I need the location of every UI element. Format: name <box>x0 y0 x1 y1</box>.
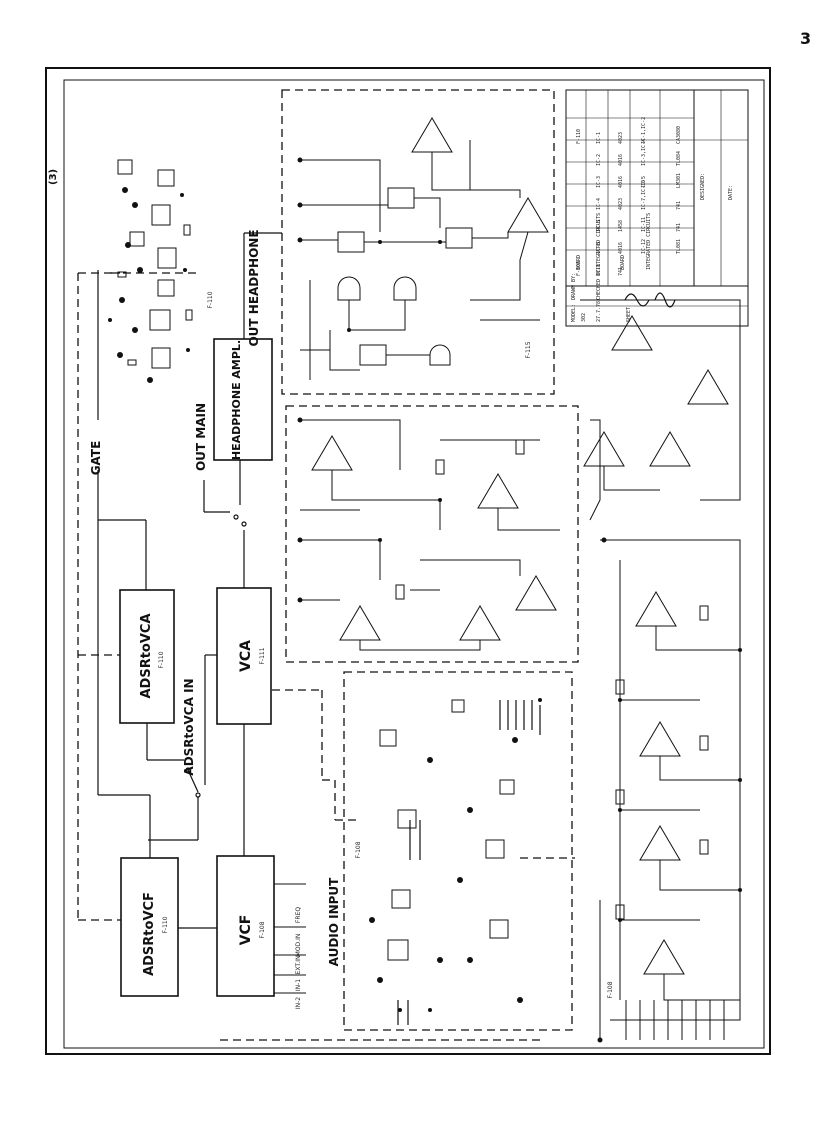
gate-label: GATE <box>89 441 103 476</box>
block-vca: VCA F-111 <box>216 587 272 725</box>
out-headphone-label: OUT HEADPHONE <box>247 229 261 346</box>
dashed-connections <box>77 272 575 1041</box>
ic-cell-6-2: 741 <box>618 267 624 276</box>
ic-cell-2-1: IC-3 <box>596 176 602 188</box>
adsr-vca-label: ADSRtoVCA <box>139 613 154 698</box>
outer-frame <box>45 67 771 1055</box>
schematic-right: F-108 <box>580 299 742 1043</box>
schematic-right-label: F-108 <box>607 981 614 998</box>
ic-cell-1-4: TL084 <box>676 151 682 166</box>
date-label: DATE: <box>728 185 734 200</box>
block-adsr-vca: ADSRtoVCA F-110 <box>119 589 175 724</box>
ic-cell-5-2: 4016 <box>618 242 624 254</box>
sheet-label: SHEET <box>626 307 632 322</box>
ic-cell-5-3: IC-12 <box>641 239 647 254</box>
ic-cell-1-2: 4016 <box>618 154 624 166</box>
sheet-mark: (3) <box>48 169 59 185</box>
ic-cell-1-3: IC-3,IC-4 <box>641 139 647 166</box>
ic-header-2: BOARD <box>620 255 626 270</box>
vcf-input-2: EXT.IN <box>295 956 302 975</box>
ic-table: BOARD INTEGRATED CIRCUITS BOARD INTEGRAT… <box>565 89 695 287</box>
date-value: 27.7.78 <box>596 301 602 322</box>
model-value: 302 <box>581 313 587 322</box>
ic-cell-0-3: IC-1,IC-2 <box>641 117 647 144</box>
ic-cell-1-1: IC-2 <box>596 154 602 166</box>
block-headphone-amp: HEADPHONE AMPL. <box>213 338 273 461</box>
ic-cell-2-4: LM301 <box>676 173 682 188</box>
ic-cell-5-1: IC-6 <box>596 242 602 254</box>
pcb-top-label: F-110 <box>207 291 214 308</box>
pcb-layout-bottom: F-108 <box>343 671 573 1031</box>
vcf-input-4: IN-2 <box>295 997 302 1009</box>
ic-cell-4-4: 741 <box>676 223 682 232</box>
ic-cell-2-2: 4016 <box>618 176 624 188</box>
ic-cell-4-3: IC-11 <box>641 217 647 232</box>
schematic-middle <box>285 405 579 663</box>
block-vcf: VCF F-108 <box>216 855 275 997</box>
ic-header-1: INTEGRATED CIRCUITS <box>596 213 602 270</box>
ic-cell-5-4: TL081 <box>676 239 682 254</box>
ic-cell-3-1: IC-4 <box>596 198 602 210</box>
vcf-inputs: FREQ MOD.IN EXT.IN IN-1 IN-2 <box>274 883 306 1009</box>
headphone-amp-label: HEADPHONE AMPL. <box>230 340 243 460</box>
vca-label: VCA <box>238 640 254 672</box>
vcf-label: VCF <box>238 915 254 946</box>
ic-cell-6-1: IC-1 <box>596 264 602 276</box>
ic-header-3: INTEGRATED CIRCUITS <box>646 213 652 270</box>
adsr-vca-in-label: ADSRtoVCA IN <box>182 678 196 775</box>
title-block: DESIGNED: DATE: DRAWN BY: CHECKED BY: MO… <box>565 89 749 327</box>
drawn-by-label: DRAWN BY: <box>571 273 577 300</box>
model-label: MODEL: <box>571 304 577 322</box>
pcb-layout-top: F-110 <box>108 159 214 383</box>
vcf-sub: F-108 <box>259 921 266 938</box>
schematic-top-label: F-115 <box>525 341 532 358</box>
out-main-label: OUT MAIN <box>194 403 208 471</box>
ic-cell-3-3: IC-7,IC-10 <box>641 180 647 210</box>
schematic-top: F-115 <box>281 89 555 395</box>
designed-label: DESIGNED: <box>700 173 706 200</box>
inner-frame <box>63 79 765 1049</box>
vca-sub: F-111 <box>259 647 266 664</box>
ic-cell-0-4: CA3080 <box>676 126 682 144</box>
block-adsr-vcf: ADSRtoVCF F-110 <box>120 857 179 997</box>
ic-cell-6-0: F-108 <box>576 261 582 276</box>
vcf-input-1: MOD.IN <box>295 934 302 957</box>
ic-cell-3-4: 741 <box>676 201 682 210</box>
vcf-input-0: FREQ <box>295 907 302 923</box>
adsr-vcf-sub: F-110 <box>162 916 169 933</box>
adsr-vcf-label: ADSRtoVCF <box>142 892 157 976</box>
adsr-vca-sub: F-110 <box>158 651 165 668</box>
ic-cell-4-1: IC-5 <box>596 220 602 232</box>
checked-by-label: CHECKED BY: <box>596 267 602 300</box>
block-wiring <box>97 232 282 929</box>
ic-cell-4-2: 1458 <box>618 220 624 232</box>
ic-cell-0-0: F-110 <box>576 129 582 144</box>
audio-input-label: AUDIO INPUT <box>327 877 341 967</box>
ic-cell-0-2: 4023 <box>618 132 624 144</box>
page-number: 3 <box>800 29 811 48</box>
vcf-input-3: IN-1 <box>295 979 302 991</box>
ic-header-0: BOARD <box>576 255 582 270</box>
ic-cell-0-1: IC-1 <box>596 132 602 144</box>
pcb-bottom-label: F-108 <box>355 841 362 858</box>
ic-cell-3-2: 4023 <box>618 198 624 210</box>
ic-cell-2-3: IC-5 <box>641 176 647 188</box>
